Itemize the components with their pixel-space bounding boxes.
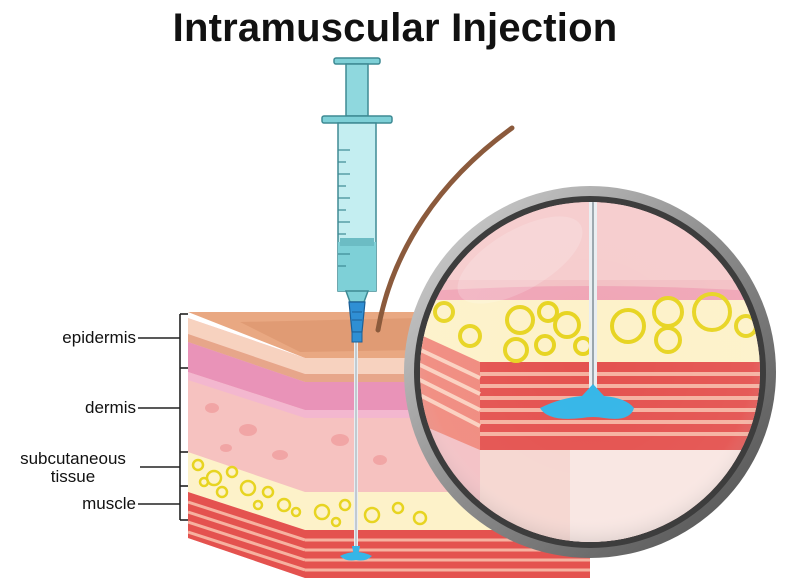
hair-icon — [375, 125, 515, 333]
label-muscle: muscle — [82, 494, 136, 513]
needle-hub — [348, 301, 366, 333]
needle-in-tissue — [340, 330, 372, 561]
page-title: Intramuscular Injection — [172, 6, 618, 50]
label-dermis: dermis — [84, 398, 136, 417]
magnifier-lens-icon — [404, 186, 776, 558]
label-epidermis: epidermis — [62, 328, 136, 347]
label-bracket — [138, 313, 188, 521]
label-subcutaneous: subcutaneous — [20, 449, 126, 468]
label-tissue: tissue — [50, 467, 96, 486]
syringe-icon — [321, 57, 393, 343]
